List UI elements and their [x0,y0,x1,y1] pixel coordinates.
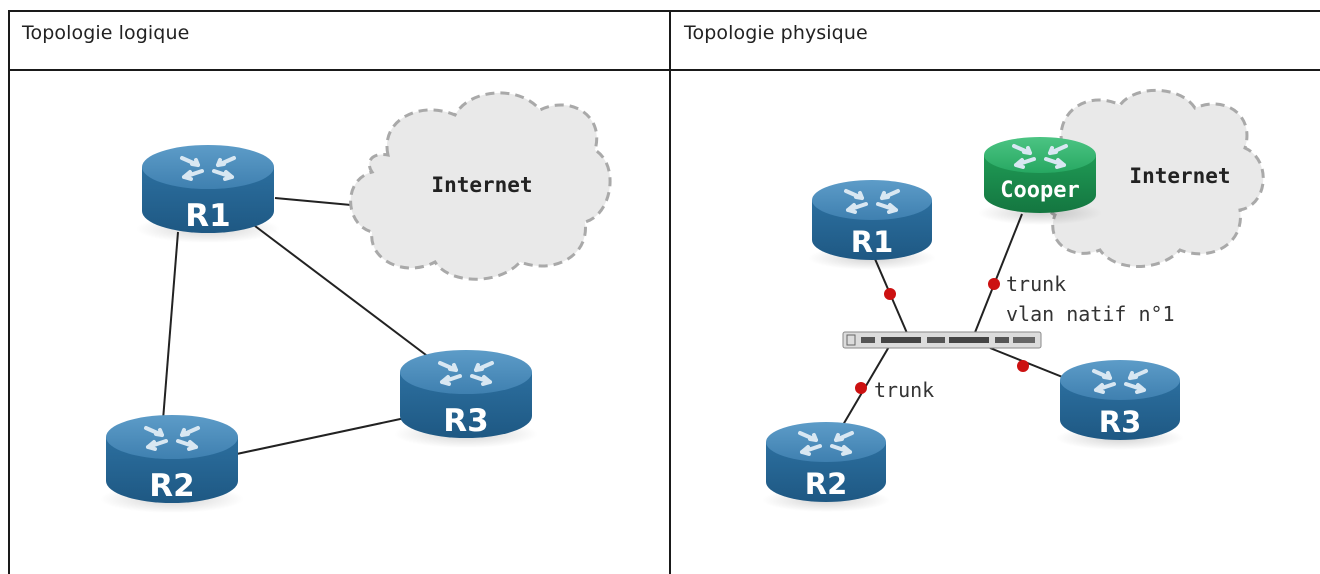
router-r1-logical: R1 [136,145,280,243]
link-r2-r3 [231,417,406,456]
router-label-r1-physical: R1 [851,225,894,259]
table-frame [8,10,1320,574]
router-r2-physical: R2 [762,422,890,512]
link-cooper-switch [971,213,1023,341]
router-label-r2-logical: R2 [149,468,194,504]
router-r1-physical: R1 [808,180,936,270]
router-r3-physical: R3 [1056,360,1184,450]
router-label-r3-physical: R3 [1099,405,1142,439]
link-dot-r1 [884,288,896,300]
router-r2-logical: R2 [100,415,244,513]
router-label-r2-physical: R2 [805,467,848,501]
router-r3-logical: R3 [394,350,538,448]
router-label-cooper: Cooper [1000,178,1079,203]
router-label-r3-logical: R3 [443,403,488,439]
link-dot-cooper [988,278,1000,290]
internet-label-logical: Internet [431,173,532,197]
router-label-r1-logical: R1 [185,198,230,234]
link-r1-r2 [162,231,179,421]
internet-label-physical: Internet [1129,164,1230,188]
internet-cloud-physical: Internet [1039,88,1265,268]
header-divider [8,69,1320,71]
header-logical-topology: Topologie logique [22,22,190,44]
link-r1-internet [274,197,363,207]
link-label-trunk-cooper: trunk [1006,272,1066,296]
header-physical-topology: Topologie physique [684,22,868,44]
switch [842,331,1042,349]
column-divider [669,10,671,574]
link-label-trunk-r2: trunk [874,378,934,402]
link-switch-r3 [989,347,1076,383]
router-cooper: Cooper [978,137,1102,225]
link-dot-r3 [1017,360,1029,372]
internet-cloud-logical: Internet [349,91,612,281]
link-r1-r3 [254,225,431,359]
link-label-vlan: vlan natif n°1 [1006,302,1175,326]
link-dot-r2 [855,382,867,394]
